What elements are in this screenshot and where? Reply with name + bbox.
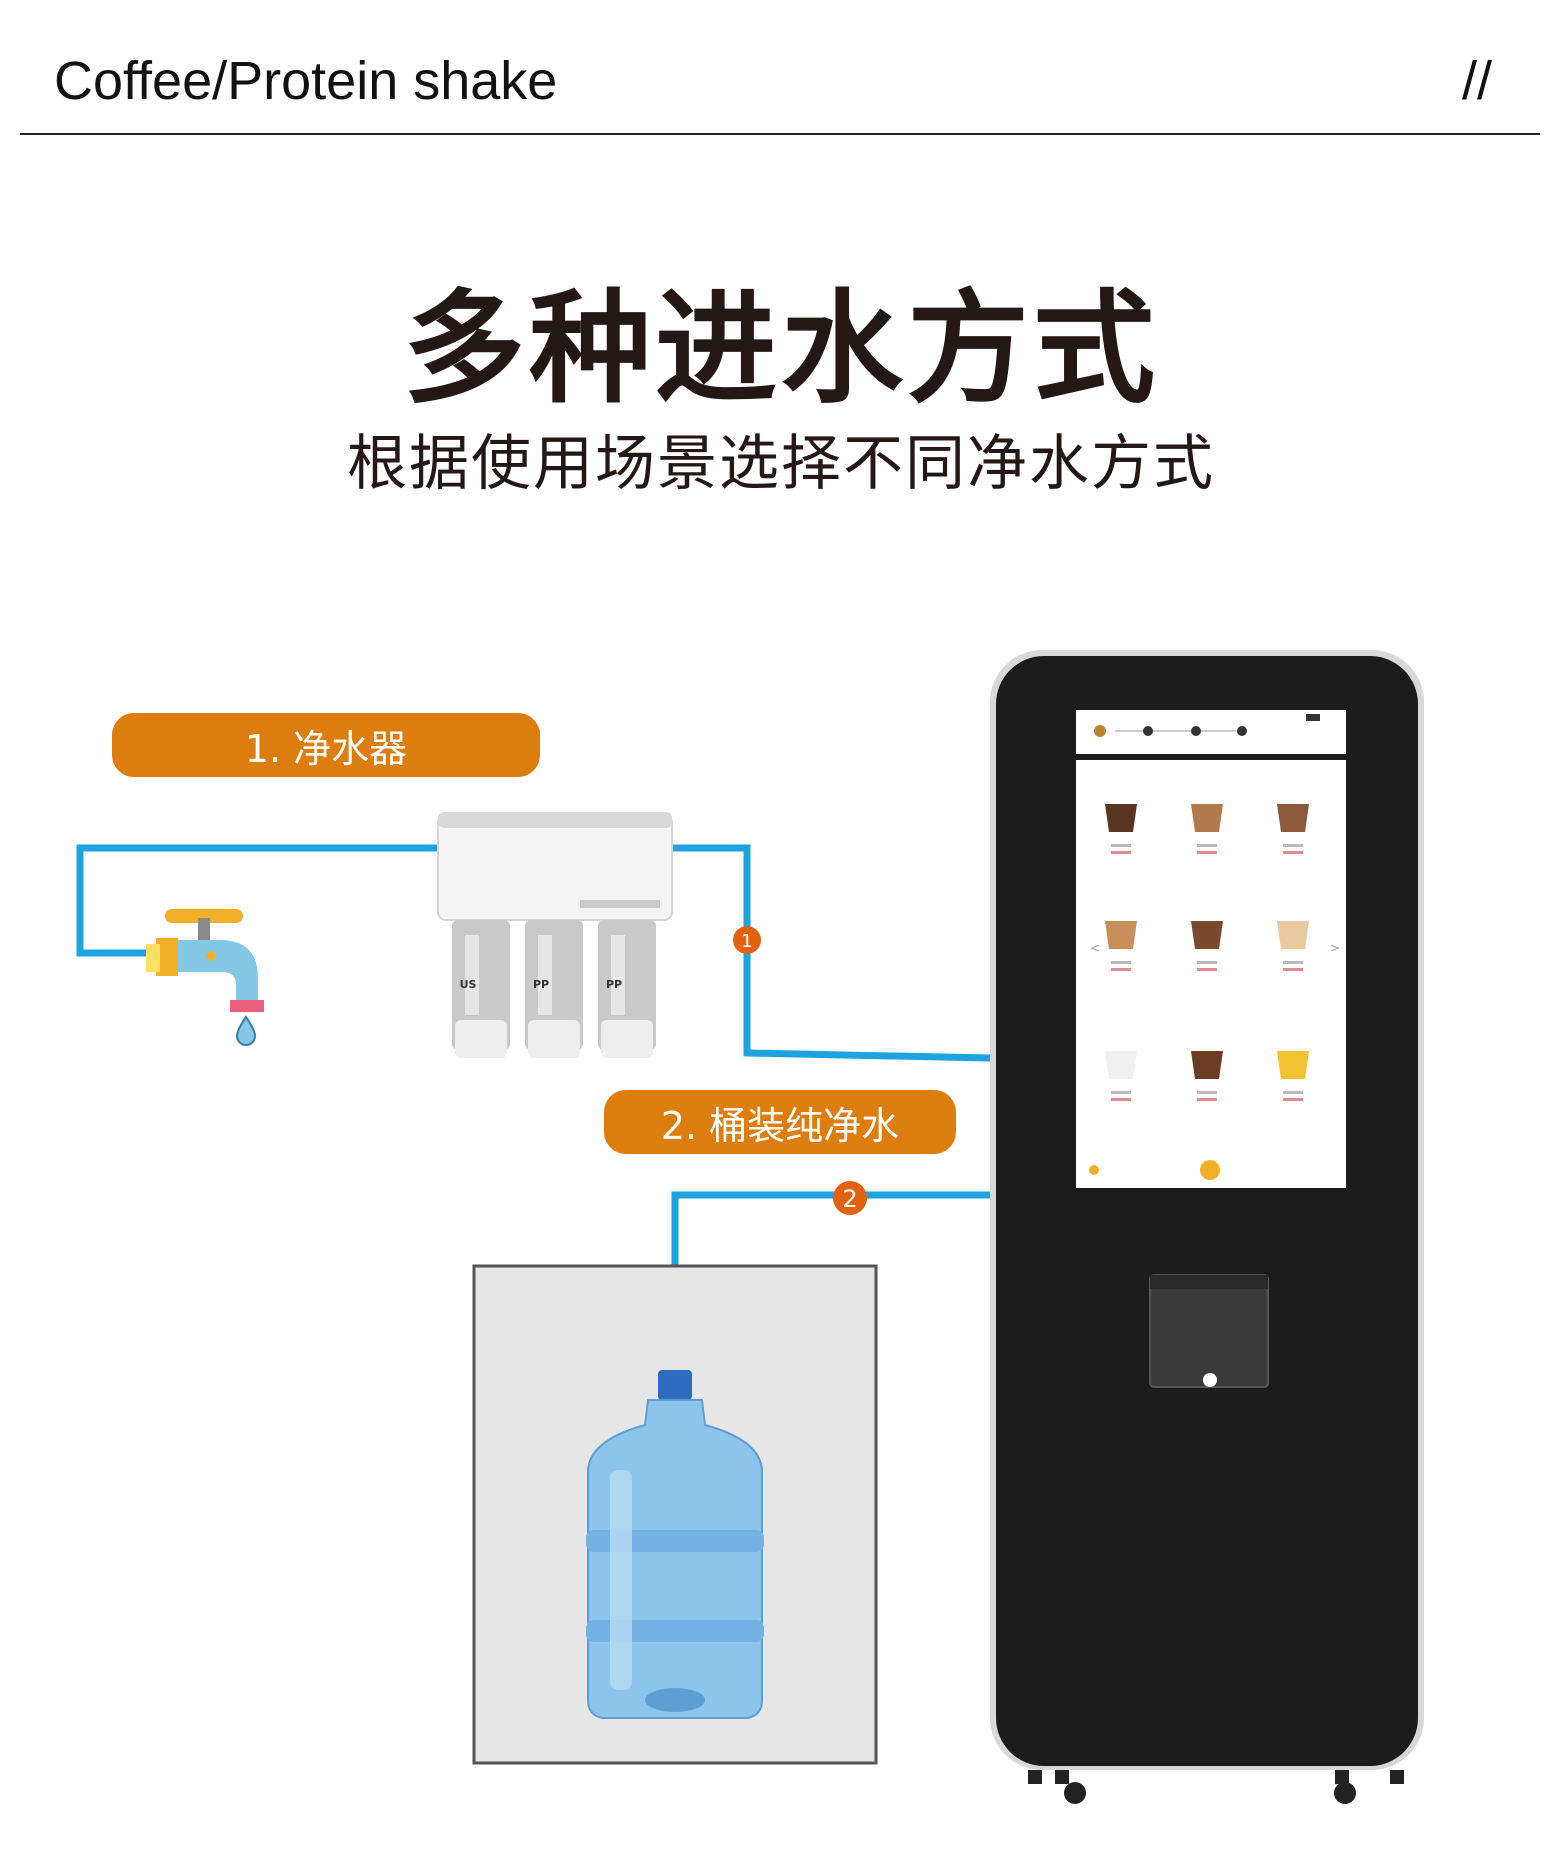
carousel-prev-icon: < bbox=[1090, 941, 1100, 955]
drink-price-placeholder bbox=[1197, 851, 1217, 854]
drink-cup-icon bbox=[1191, 921, 1223, 949]
svg-text:1: 1 bbox=[741, 931, 752, 952]
drink-price-placeholder bbox=[1111, 1098, 1131, 1101]
drink-price-placeholder bbox=[1197, 968, 1217, 971]
drink-cup-icon bbox=[1277, 804, 1309, 832]
marker-2: 2 bbox=[833, 1181, 867, 1215]
drink-price-placeholder bbox=[1283, 851, 1303, 854]
marker-1: 1 bbox=[733, 926, 761, 954]
main-title: 多种进水方式 bbox=[403, 278, 1159, 420]
drink-cup-icon bbox=[1191, 804, 1223, 832]
drink-cup-icon bbox=[1277, 1051, 1309, 1079]
drink-cup-icon bbox=[1191, 1051, 1223, 1079]
main-subtitle: 根据使用场景选择不同净水方式 bbox=[347, 429, 1215, 499]
drink-cup-icon bbox=[1105, 804, 1137, 832]
pipe-tap-to-filter bbox=[76, 844, 440, 957]
svg-text:2: 2 bbox=[842, 1185, 857, 1213]
drink-price-placeholder bbox=[1283, 1098, 1303, 1101]
vending-machine-image: < > bbox=[990, 650, 1424, 1804]
drink-name-placeholder bbox=[1197, 844, 1217, 847]
drink-name-placeholder bbox=[1283, 961, 1303, 964]
drink-name-placeholder bbox=[1283, 1091, 1303, 1094]
bucket-water-image bbox=[472, 1264, 878, 1765]
drink-price-placeholder bbox=[1197, 1098, 1217, 1101]
cartridge-label-us: US bbox=[460, 978, 477, 991]
drink-grid bbox=[1105, 804, 1309, 1101]
option-label-bottled-water: 2. 桶装纯净水 bbox=[604, 1090, 956, 1154]
drink-name-placeholder bbox=[1197, 1091, 1217, 1094]
drink-price-placeholder bbox=[1111, 851, 1131, 854]
drink-name-placeholder bbox=[1111, 961, 1131, 964]
cartridge-label-pp: PP bbox=[606, 978, 622, 991]
drink-name-placeholder bbox=[1111, 1091, 1131, 1094]
carousel-next-icon: > bbox=[1330, 941, 1340, 955]
header-title: Coffee/Protein shake bbox=[54, 51, 558, 111]
drink-price-placeholder bbox=[1111, 968, 1131, 971]
header-divider bbox=[20, 133, 1540, 135]
drink-cup-icon bbox=[1277, 921, 1309, 949]
drink-cup-icon bbox=[1105, 921, 1137, 949]
pipe-filter-to-machine bbox=[672, 844, 991, 1062]
drink-price-placeholder bbox=[1283, 968, 1303, 971]
cartridge-label-pp: PP bbox=[533, 978, 549, 991]
drink-name-placeholder bbox=[1111, 844, 1131, 847]
filter-cartridges bbox=[452, 920, 656, 1058]
drink-name-placeholder bbox=[1283, 844, 1303, 847]
drink-cup-icon bbox=[1105, 1051, 1137, 1079]
water-purifier-image: US PP PP bbox=[437, 812, 673, 1058]
option-label-water-purifier: 1. 净水器 bbox=[112, 713, 540, 777]
drink-name-placeholder bbox=[1197, 961, 1217, 964]
faucet-icon bbox=[146, 909, 264, 1046]
